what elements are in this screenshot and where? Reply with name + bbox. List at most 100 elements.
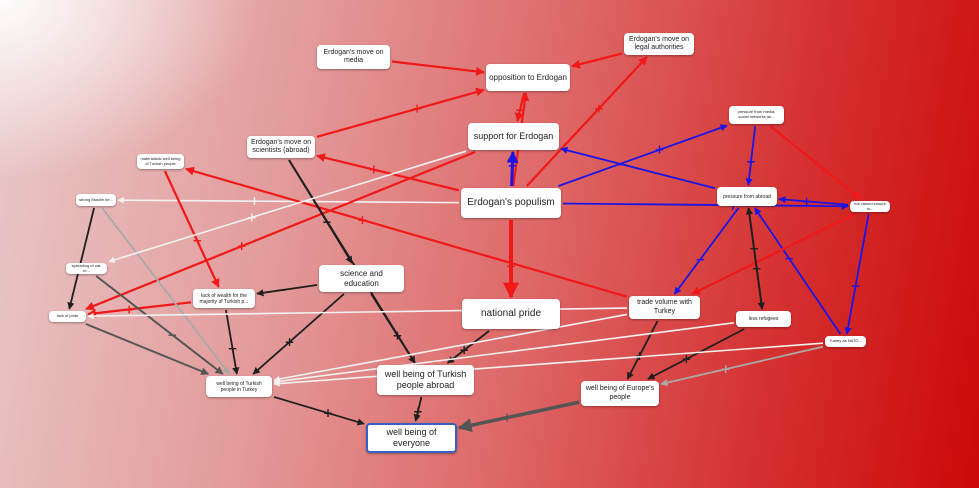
edge-populism-to-sci-move[interactable] — [316, 153, 460, 192]
edge-polarity-label: − — [618, 158, 628, 172]
edge-pressure-media-to-not-valued[interactable] — [769, 125, 862, 200]
edge-lack-pride-to-wb-turkey[interactable] — [85, 323, 210, 375]
node-label: materialistic well being of Turkish peop… — [140, 155, 181, 166]
node-label: lack of wealth for the majority of Turki… — [199, 292, 249, 305]
node-nato[interactable]: Turkey as NATO... — [825, 336, 866, 347]
node-populism[interactable]: Erdogan's populism — [461, 188, 561, 218]
edge-polarity-label: + — [507, 159, 517, 173]
node-label: opposition to Erdogan — [489, 72, 567, 82]
edge-not-valued-to-nato[interactable] — [844, 213, 870, 335]
edge-strong-muslim-to-lack-pride[interactable] — [67, 207, 95, 310]
edge-polarity-label: − — [752, 262, 762, 276]
edge-polarity-label: − — [227, 341, 237, 355]
edge-lack-wealth-to-wb-turkey[interactable] — [225, 309, 240, 375]
edge-pressure-abroad-to-refugees[interactable] — [747, 207, 765, 310]
edge-polarity-label: − — [587, 54, 597, 68]
node-sci-edu[interactable]: science and education — [319, 265, 404, 292]
node-pressure-abroad[interactable]: pressure from abroad — [717, 187, 777, 206]
edge-polarity-label: + — [237, 239, 247, 253]
edge-not-valued-to-trade[interactable] — [691, 213, 856, 295]
node-label: well being of Turkish people in Turkey — [216, 380, 262, 393]
node-wb-abroad[interactable]: well being of Turkish people abroad — [377, 365, 474, 395]
edge-trade-to-wb-turkey[interactable] — [273, 313, 628, 383]
edge-polarity-label: + — [357, 213, 367, 227]
edge-polarity-label: + — [369, 163, 379, 177]
node-wb-everyone[interactable]: well being of everyone — [366, 423, 457, 453]
edge-trade-to-materialistic[interactable] — [185, 166, 628, 298]
edge-refugees-to-wb-europe[interactable] — [647, 328, 745, 380]
node-label: Turkey as NATO... — [829, 338, 862, 344]
edge-pressure-abroad-to-trade[interactable] — [673, 207, 740, 295]
edge-spreading-to-wb-turkey[interactable] — [95, 275, 224, 375]
edge-polarity-label: − — [819, 163, 829, 177]
edge-polarity-label: + — [506, 259, 516, 273]
edge-polarity-label: + — [681, 352, 691, 366]
edge-strong-muslim-to-wb-turkey[interactable] — [101, 207, 231, 375]
edge-sci-move-to-opp[interactable] — [316, 87, 485, 138]
node-legal[interactable]: Erdogan's move on legal authorities — [624, 33, 694, 55]
node-sci-move[interactable]: Erdogan's move on scientists (abroad) — [247, 136, 315, 158]
edge-polarity-label: + — [247, 210, 257, 224]
node-refugees[interactable]: less refugees — [736, 311, 791, 327]
node-spreading[interactable]: spreading of nat. to... — [66, 263, 107, 274]
edge-nato-to-wb-turkey[interactable] — [273, 342, 824, 387]
node-not-valued[interactable]: not valued ensure to... — [850, 201, 890, 212]
node-label: Erdogan's move on media — [323, 48, 384, 64]
edge-polarity-label: − — [442, 61, 452, 75]
node-lack-pride[interactable]: lack of pride — [49, 311, 86, 322]
node-media[interactable]: Erdogan's move on media — [317, 45, 390, 69]
edge-support-to-lack-pride[interactable] — [85, 150, 476, 311]
node-label: spreading of nat. to... — [71, 263, 102, 273]
node-label: well being of Europe's people — [585, 385, 655, 401]
edge-populism-to-legal[interactable] — [526, 56, 648, 187]
edge-lack-wealth-to-lack-pride[interactable] — [87, 301, 192, 318]
edge-wb-abroad-to-wb-everyone[interactable] — [413, 396, 423, 422]
node-national-pride[interactable]: national pride — [462, 299, 560, 329]
edge-opp-to-support[interactable] — [514, 92, 526, 122]
edge-pressure-media-to-pressure-abroad[interactable] — [745, 125, 757, 186]
edge-polarity-label: − — [192, 234, 202, 248]
edge-populism-to-strong-muslim[interactable] — [117, 197, 460, 204]
node-opp[interactable]: opposition to Erdogan — [486, 64, 570, 91]
edge-pressure-abroad-to-support[interactable] — [560, 146, 716, 190]
node-label: pressure from media, social networks an.… — [737, 109, 776, 119]
edge-wb-europe-to-wb-everyone[interactable] — [457, 400, 580, 433]
edge-populism-to-pressure-media[interactable] — [558, 124, 728, 187]
node-pressure-media[interactable]: pressure from media, social networks an.… — [729, 106, 784, 124]
node-support[interactable]: support for Erdogan — [468, 123, 559, 150]
edge-wb-turkey-to-wb-everyone[interactable] — [273, 396, 365, 426]
edge-sci-edu-to-wb-turkey[interactable] — [252, 293, 345, 375]
edge-polarity-label: − — [167, 328, 177, 342]
node-label: less refugees — [748, 316, 779, 322]
edge-refugees-to-wb-turkey[interactable] — [273, 322, 735, 385]
node-strong-muslim[interactable]: strong Muslim be... — [76, 194, 116, 206]
edge-nato-to-wb-europe[interactable] — [660, 345, 824, 387]
node-wb-europe[interactable]: well being of Europe's people — [581, 381, 659, 406]
node-materialistic[interactable]: materialistic well being of Turkish peop… — [137, 154, 184, 169]
node-trade[interactable]: trade volume with Turkey — [629, 296, 700, 319]
node-label: pressure from abroad — [723, 193, 771, 200]
edge-populism-to-support[interactable] — [506, 150, 519, 187]
node-label: trade volume with Turkey — [637, 299, 692, 315]
edge-not-valued-to-pressure-abroad[interactable] — [778, 196, 849, 206]
node-lack-wealth[interactable]: lack of wealth for the majority of Turki… — [193, 289, 255, 308]
edge-polarity-label: + — [413, 404, 423, 418]
node-label: not valued ensure to... — [854, 201, 886, 211]
edge-legal-to-opp[interactable] — [571, 52, 623, 69]
edge-media-to-opp[interactable] — [391, 60, 485, 76]
edge-sci-move-to-wb-abroad[interactable] — [288, 159, 416, 364]
edge-support-to-spreading[interactable] — [108, 150, 467, 263]
edge-polarity-label: + — [323, 406, 333, 420]
edge-polarity-label: − — [515, 103, 525, 117]
node-wb-turkey[interactable]: well being of Turkish people in Turkey — [206, 376, 272, 397]
edge-sci-edu-to-lack-wealth[interactable] — [256, 284, 318, 297]
edge-trade-to-wb-europe[interactable] — [626, 320, 659, 380]
node-label: science and education — [340, 268, 383, 288]
edge-populism-to-not-valued[interactable] — [562, 202, 849, 210]
edge-nato-to-pressure-abroad[interactable] — [754, 207, 842, 335]
edge-materialistic-to-lack-wealth[interactable] — [163, 170, 220, 288]
edge-national-pride-to-wb-abroad[interactable] — [446, 330, 490, 364]
edge-polarity-label: + — [634, 349, 644, 363]
